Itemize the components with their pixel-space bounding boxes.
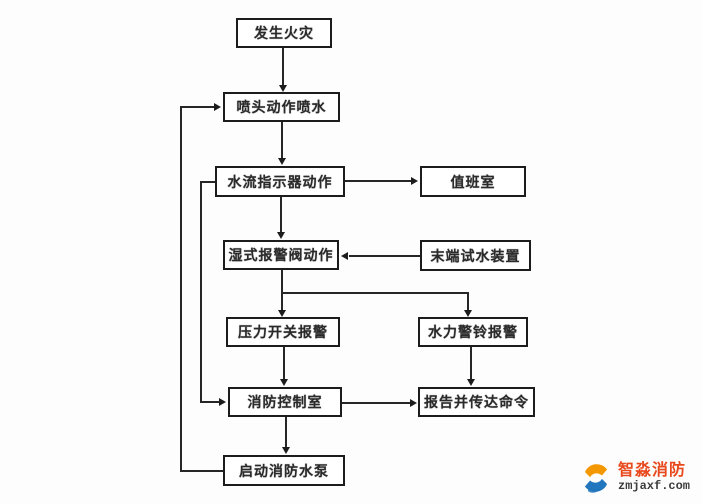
- arrowhead-down-icon: [467, 379, 475, 386]
- node-wet-alarm-valve: 湿式报警阀动作: [223, 240, 339, 270]
- arrowhead-right-icon: [214, 103, 221, 111]
- signal-flow-horizontal-top: [200, 181, 215, 183]
- node-end-test-device: 末端试水装置: [420, 240, 531, 271]
- connector-control-to-report: [342, 402, 410, 404]
- arrowhead-down-icon: [278, 310, 286, 317]
- feedback-pump-to-sprinkler: [180, 106, 214, 108]
- signal-flow-vertical: [200, 181, 202, 403]
- feedback-pump-vertical: [180, 106, 182, 472]
- arrowhead-down-icon: [278, 158, 286, 165]
- arrowhead-right-icon: [219, 398, 226, 406]
- brand-logo: 智淼消防 zmjaxf.com: [579, 461, 690, 495]
- node-sprinkler-discharge: 喷头动作喷水: [223, 92, 340, 122]
- connector-flow-to-valve: [280, 197, 282, 233]
- signal-flow-to-control: [200, 401, 220, 403]
- connector-valve-branch-vertical: [281, 270, 283, 311]
- zhimiao-logo-icon: [584, 464, 608, 493]
- node-start-fire-pump: 启动消防水泵: [223, 455, 345, 486]
- arrowhead-down-icon: [464, 310, 472, 317]
- feedback-pump-horizontal: [180, 470, 223, 472]
- node-duty-room: 值班室: [420, 166, 526, 197]
- node-fire-occurs: 发生火灾: [236, 18, 332, 48]
- node-hydraulic-bell: 水力警铃报警: [418, 317, 528, 347]
- node-fire-control-room: 消防控制室: [228, 387, 342, 417]
- arrowhead-down-icon: [280, 379, 288, 386]
- brand-name: 智淼消防: [618, 462, 687, 480]
- connector-fire-to-sprinkler: [282, 48, 284, 86]
- arrowhead-down-icon: [277, 232, 285, 239]
- connector-valve-branch-horizontal: [281, 292, 469, 294]
- node-pressure-switch: 压力开关报警: [226, 317, 340, 347]
- connector-branch-to-bell: [467, 292, 469, 311]
- arrowhead-down-icon: [282, 447, 290, 454]
- connector-control-to-pump: [285, 417, 287, 448]
- arrowhead-right-icon: [411, 177, 418, 185]
- connector-bell-to-report: [470, 347, 472, 380]
- arrowhead-left-icon: [341, 252, 348, 260]
- connector-flow-to-dutyroom: [345, 180, 411, 182]
- connector-sprinkler-to-flow: [281, 122, 283, 159]
- node-report-orders: 报告并传达命令: [418, 387, 535, 417]
- arrowhead-right-icon: [410, 399, 417, 407]
- node-flow-indicator: 水流指示器动作: [215, 166, 345, 197]
- connector-endtest-to-valve: [349, 255, 420, 257]
- connector-pswitch-to-control: [283, 347, 285, 380]
- brand-domain: zmjaxf.com: [618, 479, 691, 494]
- arrowhead-down-icon: [279, 85, 287, 92]
